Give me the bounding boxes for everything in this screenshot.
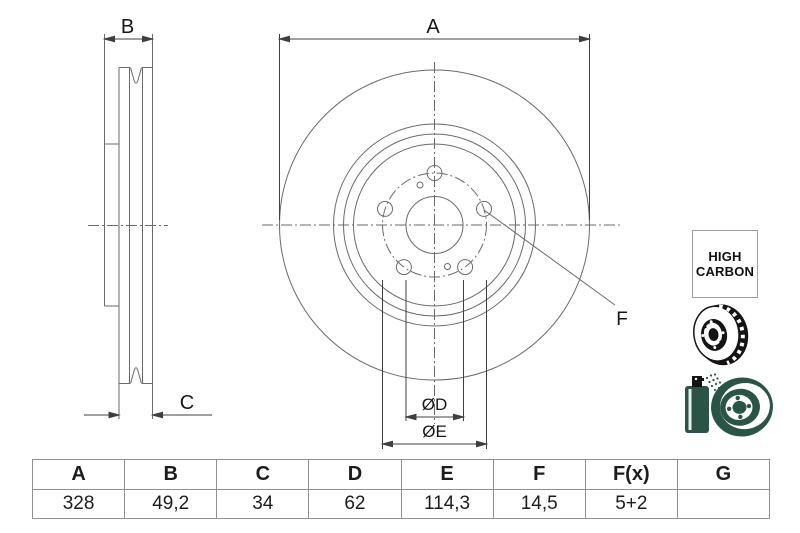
header-cell-f: F — [492, 459, 586, 490]
dimension-a — [277, 34, 592, 220]
vented-brake-disc-icon — [693, 304, 749, 366]
bolt-hole — [377, 200, 393, 217]
header-cell-fx: F(x) — [584, 459, 678, 490]
pin-hole — [444, 263, 451, 270]
value-cell-c: 34 — [216, 489, 310, 519]
dimension-annotations — [84, 34, 592, 449]
header-cell-c: C — [216, 459, 310, 490]
high-carbon-line1: HIGH — [708, 249, 742, 264]
value-cell-a: 328 — [31, 489, 126, 519]
dimension-b — [102, 35, 155, 43]
coated-disc-spray-icon — [685, 373, 773, 437]
value-cell-f: 14,5 — [492, 489, 586, 519]
dimension-c — [84, 411, 212, 419]
table-value-row: 328 49,2 34 62 114,3 14,5 5+2 — [31, 489, 771, 519]
table-header-row: A B C D E F F(x) G — [31, 459, 771, 490]
bolt-hole — [457, 259, 474, 276]
dim-label-diameter-d: ØD — [422, 395, 448, 414]
high-carbon-line2: CARBON — [695, 264, 755, 279]
bolt-hole — [395, 259, 412, 276]
spray-can — [685, 376, 709, 433]
value-cell-fx: 5+2 — [584, 489, 678, 519]
dimension-d — [404, 280, 466, 421]
value-cell-g — [676, 489, 771, 519]
header-cell-e: E — [400, 459, 494, 490]
dim-label-f: F — [616, 309, 628, 330]
front-view — [262, 62, 620, 424]
header-cell-d: D — [308, 459, 402, 490]
header-cell-b: B — [124, 459, 218, 490]
side-view-cross-section — [88, 34, 168, 419]
dim-label-diameter-e: ØE — [422, 422, 447, 441]
bolt-hole — [476, 200, 492, 217]
dimension-table: A B C D E F F(x) G 328 49,2 34 62 114,3 … — [31, 459, 771, 519]
value-cell-d: 62 — [308, 489, 402, 519]
dim-label-b: B — [121, 16, 134, 38]
dim-label-c: C — [180, 392, 194, 414]
dimension-e — [380, 280, 489, 449]
pin-hole — [416, 181, 424, 189]
f-leader-line — [483, 209, 616, 306]
dim-label-a: A — [426, 16, 440, 38]
value-cell-e: 114,3 — [400, 489, 494, 519]
value-cell-b: 49,2 — [124, 489, 218, 519]
technical-drawing: A B C F ØD ØE — [84, 16, 628, 449]
high-carbon-badge: HIGH CARBON — [692, 230, 758, 298]
header-cell-g: G — [676, 459, 771, 490]
header-cell-a: A — [31, 459, 126, 490]
coated-disc — [711, 377, 773, 437]
